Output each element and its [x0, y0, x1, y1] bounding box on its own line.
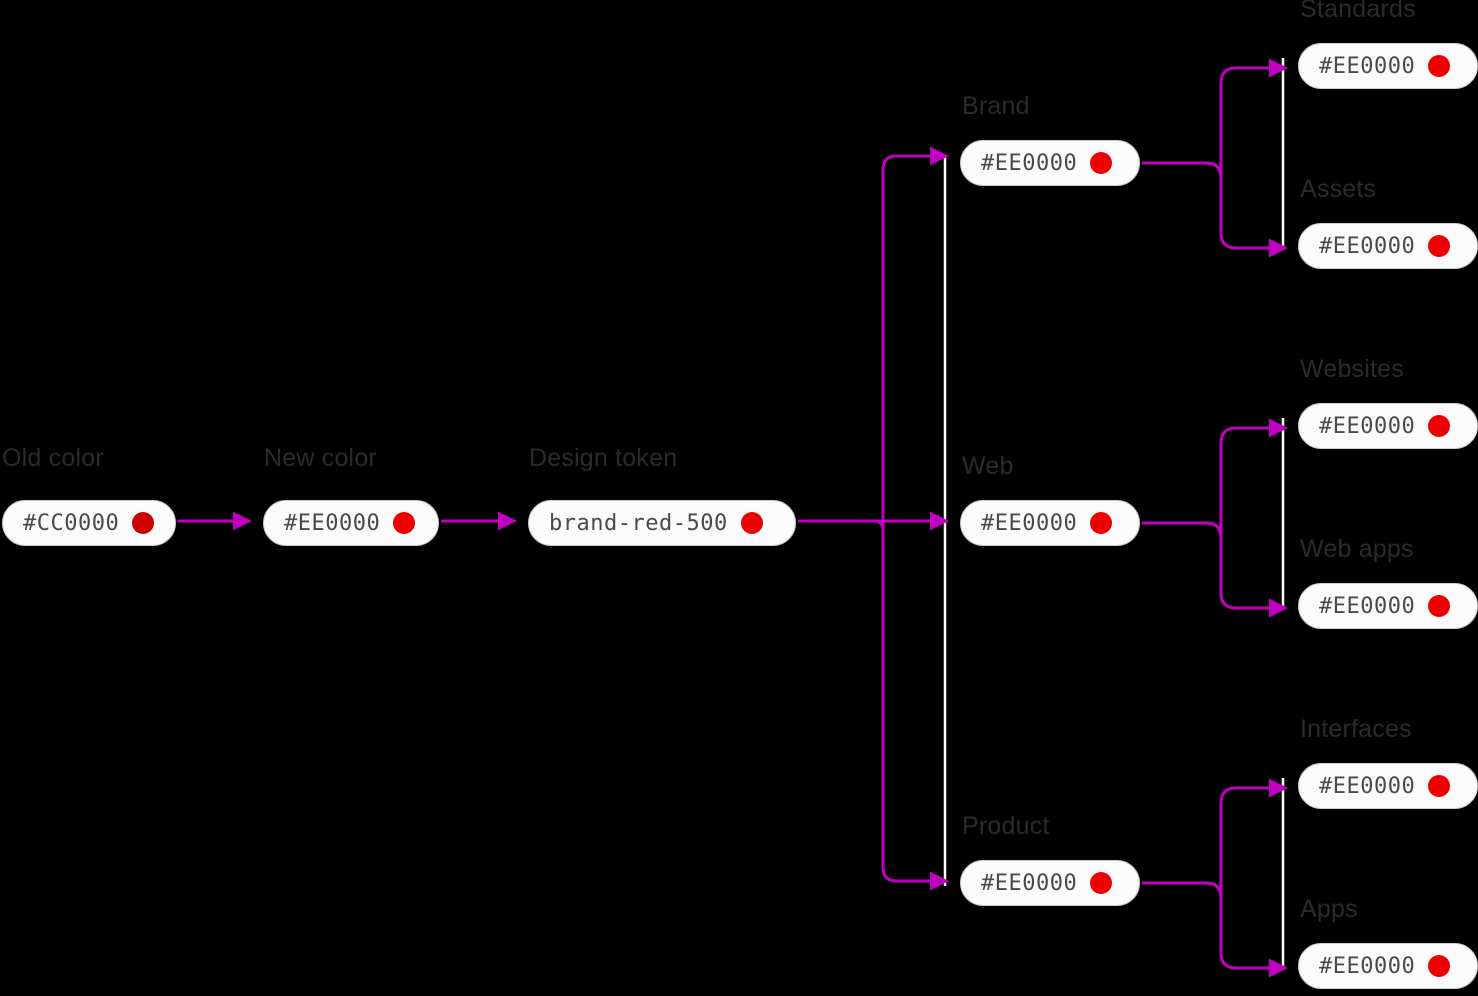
- color-swatch-websites: [1428, 415, 1451, 437]
- node-value-brand: #EE0000: [981, 150, 1078, 176]
- edge-web-to-web-apps: [1142, 521, 1288, 618]
- node-web[interactable]: #EE0000: [960, 500, 1140, 546]
- node-value-assets: #EE0000: [1319, 233, 1416, 259]
- edge-product-to-apps: [1142, 881, 1288, 978]
- node-old-color[interactable]: #CC0000: [2, 500, 176, 546]
- node-web-apps[interactable]: #EE0000: [1298, 583, 1478, 629]
- node-websites[interactable]: #EE0000: [1298, 403, 1478, 449]
- node-label-apps: Apps: [1300, 895, 1358, 923]
- node-new-color[interactable]: #EE0000: [263, 500, 439, 546]
- node-value-standards: #EE0000: [1319, 53, 1416, 79]
- node-apps[interactable]: #EE0000: [1298, 943, 1478, 989]
- node-label-product: Product: [962, 812, 1050, 840]
- node-label-web-apps: Web apps: [1300, 535, 1414, 563]
- color-swatch-standards: [1428, 55, 1451, 77]
- color-swatch-web: [1090, 512, 1113, 534]
- node-value-websites: #EE0000: [1319, 413, 1416, 439]
- color-swatch-new-color: [393, 512, 416, 534]
- node-value-new-color: #EE0000: [284, 510, 381, 536]
- color-swatch-apps: [1428, 955, 1451, 977]
- node-interfaces[interactable]: #EE0000: [1298, 763, 1478, 809]
- edge-design-token-to-product: [860, 519, 949, 891]
- node-standards[interactable]: #EE0000: [1298, 43, 1478, 89]
- node-label-standards: Standards: [1300, 0, 1416, 23]
- node-value-product: #EE0000: [981, 870, 1078, 896]
- color-swatch-design-token: [740, 512, 763, 534]
- edge-web-to-websites: [1142, 418, 1288, 539]
- node-label-assets: Assets: [1300, 175, 1377, 203]
- node-label-interfaces: Interfaces: [1300, 715, 1412, 743]
- node-value-old-color: #CC0000: [23, 510, 120, 536]
- color-swatch-assets: [1428, 235, 1451, 257]
- node-label-design-token: Design token: [529, 444, 678, 472]
- node-value-interfaces: #EE0000: [1319, 773, 1416, 799]
- node-value-apps: #EE0000: [1319, 953, 1416, 979]
- node-value-web: #EE0000: [981, 510, 1078, 536]
- node-brand[interactable]: #EE0000: [960, 140, 1140, 186]
- node-value-design-token: brand-red-500: [549, 510, 728, 536]
- color-swatch-product: [1090, 872, 1113, 894]
- edge-product-to-interfaces: [1142, 778, 1288, 899]
- color-swatch-brand: [1090, 152, 1113, 174]
- color-swatch-old-color: [132, 512, 155, 534]
- edge-design-token-to-brand: [860, 146, 949, 531]
- edge-brand-to-assets: [1142, 161, 1288, 258]
- node-label-brand: Brand: [962, 92, 1030, 120]
- node-label-websites: Websites: [1300, 355, 1404, 383]
- edge-brand-to-standards: [1142, 58, 1288, 179]
- node-label-web: Web: [962, 452, 1014, 480]
- color-swatch-interfaces: [1428, 775, 1451, 797]
- node-label-old-color: Old color: [2, 444, 104, 472]
- node-design-token[interactable]: brand-red-500: [528, 500, 796, 546]
- node-product[interactable]: #EE0000: [960, 860, 1140, 906]
- node-label-new-color: New color: [264, 444, 377, 472]
- node-assets[interactable]: #EE0000: [1298, 223, 1478, 269]
- node-value-web-apps: #EE0000: [1319, 593, 1416, 619]
- color-swatch-web-apps: [1428, 595, 1451, 617]
